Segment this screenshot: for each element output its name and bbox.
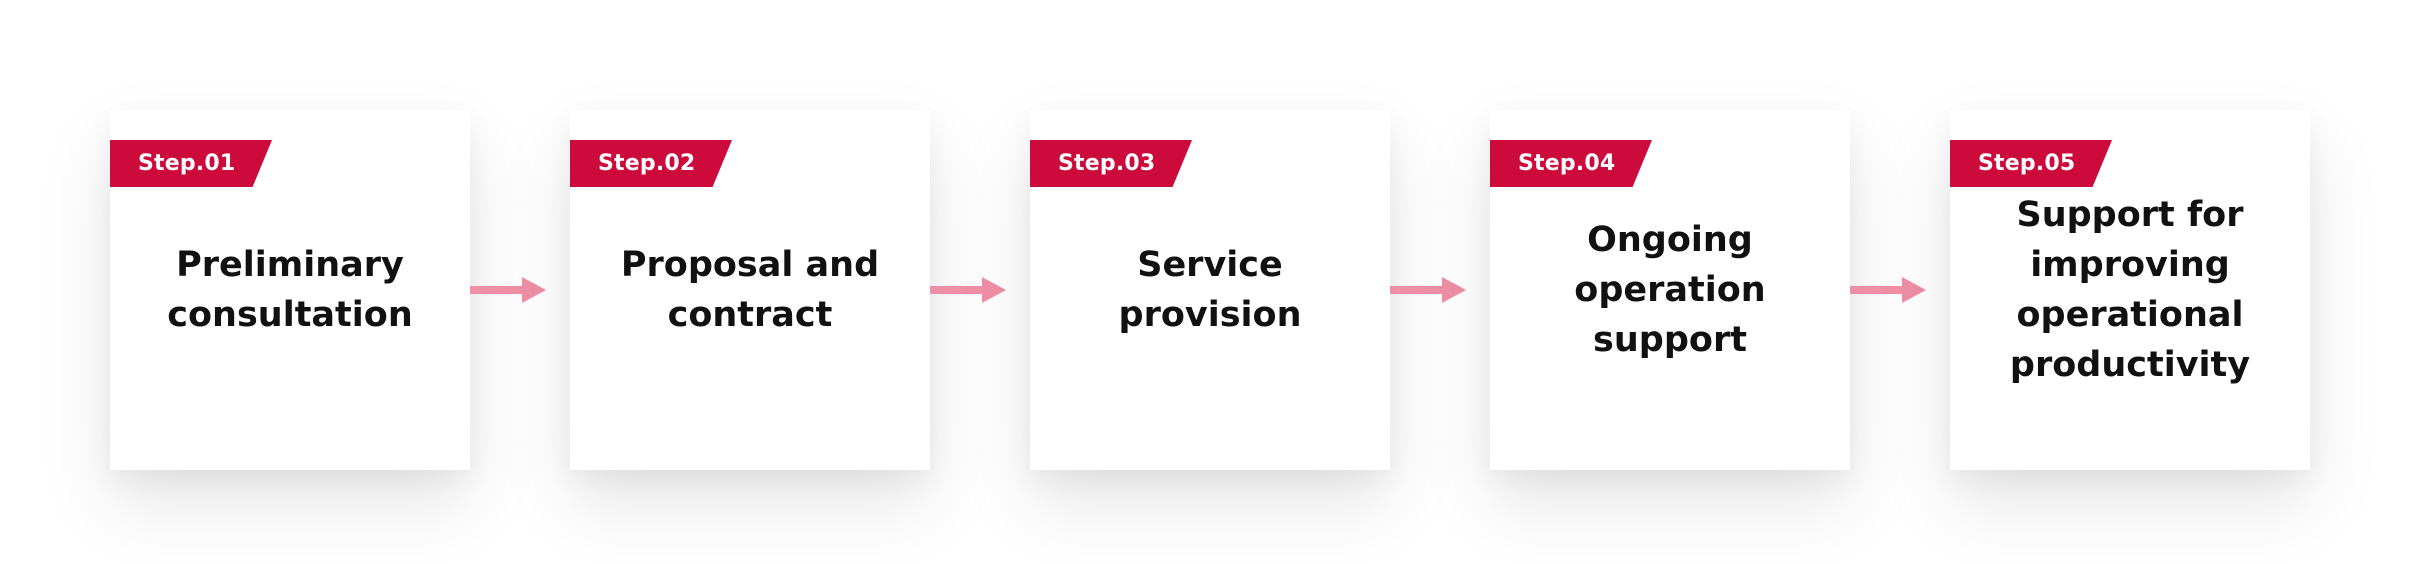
step-tag: Step.05 (1950, 140, 2112, 187)
step-title: Service provision (1118, 245, 1302, 335)
arrow-right-icon (1850, 277, 1926, 303)
step-card-04: Step.04 Ongoing operation support (1490, 110, 1850, 470)
arrow-right-icon (1390, 277, 1466, 303)
step-tag: Step.02 (570, 140, 732, 187)
step-tag: Step.03 (1030, 140, 1192, 187)
step-title: Preliminary consultation (167, 245, 413, 335)
step-title: Support for improving operational produc… (2009, 195, 2251, 385)
step-title: Proposal and contract (620, 245, 880, 335)
arrow-right-icon (930, 277, 1006, 303)
step-card-01: Step.01 Preliminary consultation (110, 110, 470, 470)
step-tag: Step.01 (110, 140, 272, 187)
step-card-02: Step.02 Proposal and contract (570, 110, 930, 470)
arrow-right-icon (470, 277, 546, 303)
step-title: Ongoing operation support (1574, 220, 1766, 360)
step-tag: Step.04 (1490, 140, 1652, 187)
step-card-05: Step.05 Support for improving operationa… (1950, 110, 2310, 470)
step-card-03: Step.03 Service provision (1030, 110, 1390, 470)
